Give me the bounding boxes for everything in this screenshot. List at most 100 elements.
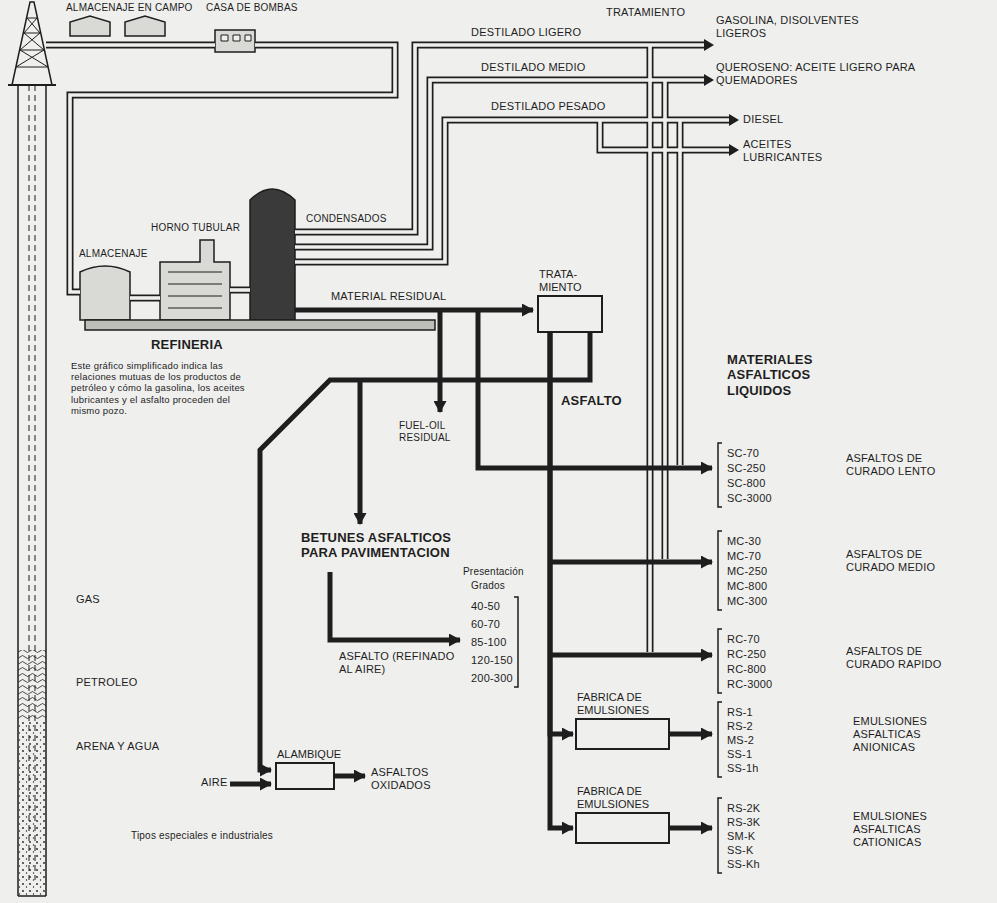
text-label: SS-1 — [726, 748, 753, 761]
buildings — [70, 16, 435, 330]
process-box: FABRICA DE EMULSIONES — [575, 812, 670, 844]
bracket — [718, 798, 722, 873]
text-label: MC-800 — [726, 580, 768, 593]
arrowhead — [704, 74, 714, 86]
derrick-bracing — [16, 18, 48, 67]
text-label: PETROLEO — [75, 676, 139, 689]
text-label: 60-70 — [470, 618, 501, 631]
sc-line — [478, 310, 712, 468]
process-box: FABRICA DE EMULSIONES — [575, 718, 670, 750]
text-label: ALMACENAJE EN CAMPO — [65, 2, 194, 14]
text-label: TRATAMIENTO — [605, 6, 686, 19]
bracket — [718, 443, 722, 507]
pump-house — [215, 30, 255, 52]
pipe-arrowheads — [704, 39, 739, 156]
asphalt-line — [260, 333, 590, 770]
box-heading: FABRICA DE EMULSIONES — [577, 691, 672, 717]
air-line — [230, 782, 271, 787]
text-label: 40-50 — [470, 600, 501, 613]
well-pipe — [29, 85, 35, 880]
text-label: 85-100 — [470, 636, 507, 649]
process-box: ALAMBIQUE — [275, 762, 335, 790]
grades-line — [330, 572, 460, 640]
text-label: RC-250 — [726, 648, 767, 661]
text-label: Grados — [470, 580, 506, 592]
bracket — [718, 702, 722, 777]
text-label: REFINERIA — [150, 337, 224, 352]
text-label: GAS — [75, 593, 101, 606]
text-label: SC-3000 — [726, 492, 773, 505]
sand-water-layer — [18, 720, 46, 896]
box-heading: FABRICA DE EMULSIONES — [577, 785, 672, 811]
box-heading: TRATA- MIENTO — [539, 268, 605, 294]
text-label: 200-300 — [470, 672, 514, 685]
bracket — [718, 531, 722, 610]
brackets — [514, 443, 722, 873]
text-label: MC-70 — [726, 550, 762, 563]
text-label: ARENA Y AGUA — [75, 740, 160, 753]
casing-wall — [18, 85, 46, 896]
box-heading: ALAMBIQUE — [277, 748, 341, 761]
text-label: BETUNES ASFALTICOS PARA PAVIMENTACION — [300, 530, 487, 561]
derrick-floor — [8, 84, 56, 86]
text-label: ASFALTO — [560, 393, 623, 408]
text-label: EMULSIONES ASFALTICAS CATIONICAS — [852, 810, 984, 849]
well-bottom — [18, 895, 46, 897]
text-label: DESTILADO PESADO — [490, 100, 606, 113]
text-label: DESTILADO MEDIO — [480, 61, 586, 74]
text-label: SC-800 — [726, 477, 767, 490]
tube-furnace — [160, 240, 230, 320]
text-label: GASOLINA, DISOLVENTES LIGEROS — [715, 14, 887, 40]
text-label: SM-K — [726, 830, 756, 843]
text-label: RC-800 — [726, 663, 767, 676]
rc-line — [550, 653, 712, 658]
text-label: CASA DE BOMBAS — [205, 2, 299, 14]
text-label: HORNO TUBULAR — [150, 222, 241, 234]
mc-line — [550, 560, 712, 565]
text-label: ASFALTOS DE CURADO MEDIO — [845, 548, 957, 574]
text-label: Este gráfico simplificado indica las rel… — [70, 360, 257, 416]
oxidized-line — [335, 774, 365, 779]
text-label: MATERIAL RESIDUAL — [330, 290, 447, 303]
text-label: RC-70 — [726, 633, 761, 646]
text-label: RC-3000 — [726, 678, 773, 691]
text-label: MC-250 — [726, 565, 768, 578]
storage-tank — [80, 266, 130, 320]
text-label: RS-2K — [726, 802, 761, 815]
bracket — [514, 597, 518, 687]
bracket — [718, 629, 722, 693]
text-label: RS-1 — [726, 706, 754, 719]
text-label: FUEL-OIL RESIDUAL — [398, 420, 472, 444]
refinery-platform — [85, 320, 435, 330]
betunes-line — [358, 380, 363, 524]
text-label: SS-1h — [726, 762, 760, 775]
text-label: ASFALTOS DE CURADO LENTO — [845, 452, 967, 478]
text-label: RS-3K — [726, 816, 761, 829]
pipe-inner — [46, 45, 731, 652]
text-label: DESTILADO LIGERO — [470, 26, 582, 39]
furnace-tubes — [168, 272, 222, 308]
text-label: EMULSIONES ASFALTICAS ANIONICAS — [852, 715, 984, 754]
text-label: SC-70 — [726, 447, 760, 460]
well-casing — [18, 85, 46, 896]
text-label: QUEROSENO: ACEITE LIGERO PARA QUEMADORES — [715, 61, 932, 87]
text-label: Tipos especiales e industriales — [130, 830, 274, 842]
text-label: RS-2 — [726, 720, 754, 733]
text-label: SS-Kh — [726, 858, 761, 871]
emulsion-out-line — [670, 826, 712, 831]
text-label: ASFALTOS OXIDADOS — [370, 766, 457, 792]
text-label: AIRE — [200, 776, 228, 789]
pump-house-windows — [221, 35, 251, 41]
arrowhead — [729, 114, 739, 126]
emulsion-out-line — [670, 732, 712, 737]
arrowhead — [729, 144, 739, 156]
text-label: ASFALTOS DE CURADO RAPIDO — [845, 645, 967, 671]
text-label: MATERIALES ASFALTICOS LIQUIDOS — [726, 352, 853, 398]
asphalt-flow — [230, 310, 712, 828]
text-label: Presentación — [462, 566, 525, 578]
field-storage — [125, 16, 165, 36]
text-label: ACEITES LUBRICANTES — [742, 138, 854, 164]
arrowhead — [704, 39, 714, 51]
text-label: SS-K — [726, 844, 754, 857]
text-label: ALMACENAJE — [78, 248, 149, 260]
